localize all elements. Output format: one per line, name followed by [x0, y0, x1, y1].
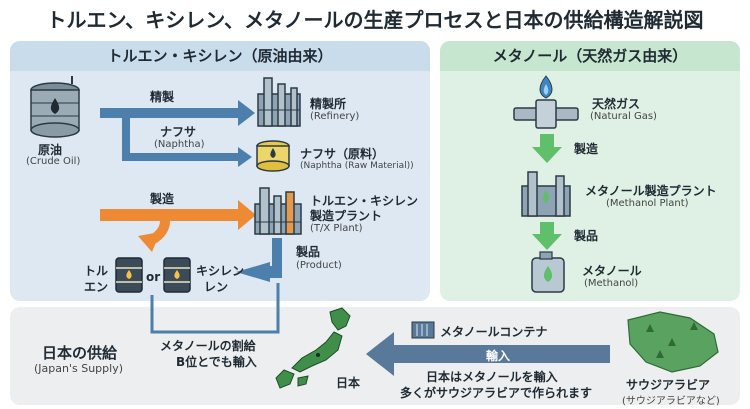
japan-map-icon — [275, 307, 351, 389]
naphtha-tank-icon — [256, 140, 290, 172]
refinery-sublabel: (Refinery) — [310, 111, 360, 122]
import-label: 輸入 — [486, 349, 511, 363]
supply-connector-line — [150, 283, 280, 334]
methanol-manufacture-arrow — [532, 134, 562, 163]
manufacture-arrow-orange — [100, 200, 256, 252]
refinery-label: 精製所 — [310, 97, 347, 111]
naphtha-arrow-label: ナフサ — [160, 125, 197, 139]
natural-gas-label: 天然ガス — [592, 97, 641, 111]
japan-supply-label: 日本の供給 — [42, 344, 118, 362]
or-text: or — [146, 270, 161, 284]
import-note-line1: 日本はメタノールを輸入 — [426, 370, 558, 384]
toluene-barrel-icon — [115, 257, 143, 293]
xylene-label-line2: レン — [204, 280, 229, 294]
methanol-plant-icon — [521, 171, 571, 217]
methanol-label: メタノール — [582, 264, 642, 278]
japan-label: 日本 — [336, 376, 361, 390]
manufacture-label: 製造 — [150, 192, 175, 206]
product-sublabel: (Product) — [296, 260, 342, 271]
saudi-arabia-map-icon — [627, 311, 719, 373]
shipping-container-icon — [411, 321, 435, 339]
product-arrow — [236, 238, 282, 282]
natural-gas-pipe-icon — [513, 75, 579, 129]
crude-oil-sublabel: (Crude Oil) — [26, 156, 81, 167]
methanol-manufacture-label: 製造 — [574, 142, 599, 156]
naphtha-arrow-sublabel: (Naphtha) — [154, 139, 205, 150]
methanol-ratio-line2: B位とでも輸入 — [176, 355, 257, 369]
refinery-icon — [257, 77, 301, 127]
import-note-line2: 多くがサウジアラビアで作られます — [400, 386, 593, 400]
methanol-product-arrow — [532, 222, 562, 250]
methanol-sublabel: (Methanol) — [584, 278, 639, 289]
page-title: トルエン、キシレン、メタノールの生産プロセスと日本の供給構造解説図 — [46, 8, 704, 32]
japan-supply-sublabel: (Japan's Supply) — [34, 362, 123, 375]
refining-arrow — [100, 100, 255, 126]
methanol-container-icon — [531, 251, 565, 293]
natural-gas-panel: メタノール（天然ガス由来） — [440, 41, 740, 301]
crude-oil-panel-header: トルエン・キシレン（原油由来） — [10, 41, 430, 71]
saudi-sublabel: (サウジアラビアなど) — [622, 396, 720, 407]
crude-oil-panel: トルエン・キシレン（原油由来） — [10, 41, 430, 301]
tx-plant-label-line2: 製造プラント — [310, 209, 383, 223]
natural-gas-panel-header: メタノール（天然ガス由来） — [440, 41, 740, 71]
naphtha-sublabel: (Naphtha (Raw Material)) — [300, 161, 414, 171]
xylene-label-line1: キシレン — [196, 264, 245, 278]
crude-oil-tank-icon — [30, 76, 80, 138]
toluene-label-line2: エン — [84, 280, 109, 294]
tx-plant-sublabel: (T/X Plant) — [310, 223, 363, 234]
tx-plant-icon — [254, 187, 302, 235]
crude-oil-label: 原油 — [38, 143, 63, 157]
natural-gas-sublabel: (Natural Gas) — [590, 111, 657, 122]
naphtha-arrow — [122, 113, 252, 167]
methanol-plant-label: メタノール製造プラント — [585, 184, 717, 198]
saudi-label: サウジアラビア — [626, 378, 711, 392]
tx-plant-label-line1: トルエン・キシレン — [310, 194, 419, 208]
naphtha-label: ナフサ（原料） — [300, 147, 385, 161]
product-label: 製品 — [296, 245, 321, 259]
import-arrow — [366, 332, 610, 376]
xylene-barrel-icon — [163, 257, 191, 293]
methanol-ratio-line1: メタノールの割給 — [160, 339, 256, 353]
container-label: メタノールコンテナ — [440, 325, 548, 339]
refining-label: 精製 — [150, 90, 175, 104]
toluene-label-line1: トル — [84, 264, 109, 278]
methanol-plant-sublabel: (Methanol Plant) — [606, 198, 689, 209]
methanol-product-label: 製品 — [574, 229, 599, 243]
